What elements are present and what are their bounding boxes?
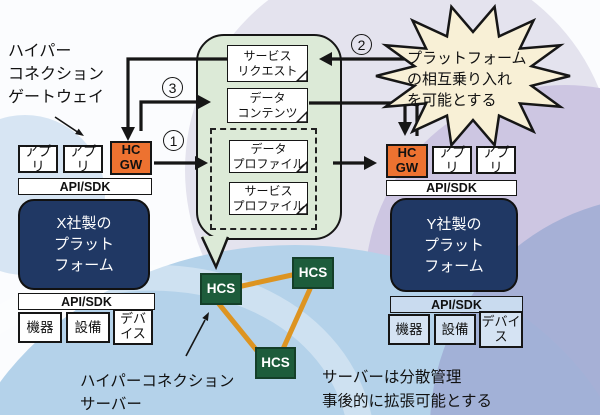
app-box-right-2: アプリ	[476, 145, 516, 175]
device-box-left-3: デバイス	[113, 309, 153, 345]
platform-y-box: Y社製の プラット フォーム	[390, 198, 518, 292]
device-box-right-2: 設備	[434, 314, 476, 345]
data-profile-label: データ プロファイル	[232, 142, 305, 171]
page-fold-icon	[296, 161, 308, 173]
api-sdk-bar-right-lower: API/SDK	[390, 296, 523, 313]
page-fold-icon	[296, 203, 308, 215]
data-contents-label: データ コンテンツ	[237, 91, 298, 120]
burst-note: プラットフォーム の相互乗り入れ を可能とする	[407, 50, 527, 109]
data-profile-doc: データ プロファイル	[229, 140, 308, 173]
step-2-number: 2	[357, 36, 366, 53]
service-request-label: サービス リクエスト	[237, 49, 298, 78]
page-fold-icon	[296, 70, 308, 82]
gateway-label: ハイパー コネクション ゲートウェイ	[8, 43, 105, 106]
service-profile-label: サービス プロファイル	[232, 184, 305, 213]
step-1-badge: 1	[163, 130, 184, 151]
device-box-left-1: 機器	[18, 312, 62, 343]
api-sdk-bar-right-upper: API/SDK	[386, 180, 517, 196]
hcs-node-bottom: HCS	[255, 347, 296, 379]
page-fold-icon	[296, 111, 308, 123]
device-box-right-3: デバイス	[479, 311, 523, 348]
hc-gw-box-left: HC GW	[110, 141, 152, 175]
data-contents-doc: データ コンテンツ	[227, 88, 308, 123]
app-box-left-2: アプリ	[63, 144, 103, 174]
service-profile-doc: サービス プロファイル	[229, 182, 308, 215]
hcs-server-label: ハイパーコネクション サーバー	[80, 373, 235, 413]
step-2-badge: 2	[351, 34, 372, 55]
server-note: サーバーは分散管理 事後的に拡張可能とする	[322, 369, 493, 410]
app-box-left-1: アプリ	[18, 144, 58, 174]
api-sdk-bar-left-upper: API/SDK	[18, 178, 152, 195]
step-3-badge: 3	[162, 77, 183, 98]
platform-x-box: X社製の プラット フォーム	[18, 199, 150, 290]
step-1-number: 1	[169, 132, 178, 149]
profile-group-dashed-box	[210, 128, 317, 230]
device-box-right-1: 機器	[388, 314, 430, 345]
hcs-node-left: HCS	[200, 273, 242, 305]
hcs-node-right: HCS	[292, 257, 334, 289]
app-box-right-1: アプリ	[432, 145, 472, 175]
device-box-left-2: 設備	[66, 312, 110, 343]
service-request-doc: サービス リクエスト	[227, 45, 308, 82]
hc-gw-box-right: HC GW	[386, 144, 428, 178]
api-sdk-bar-left-lower: API/SDK	[18, 293, 155, 310]
arrowhead-down-left-gw	[121, 127, 135, 141]
step-3-number: 3	[168, 79, 177, 96]
